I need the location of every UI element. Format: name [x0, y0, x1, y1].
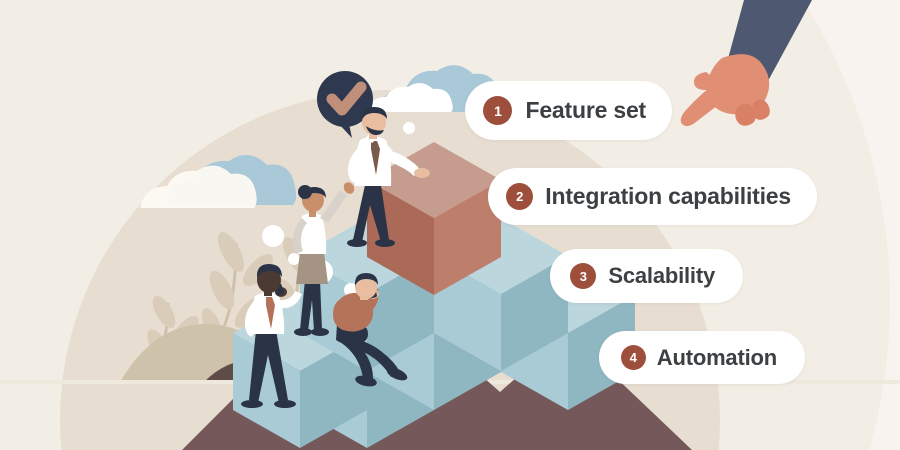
- criteria-badge-1: 1: [483, 96, 513, 125]
- person-woman-pointing-up: [293, 182, 355, 336]
- criteria-label-4: Automation: [656, 344, 777, 370]
- criteria-item-4[interactable]: 4 Automation: [598, 331, 805, 384]
- criteria-badge-2: 2: [506, 183, 534, 210]
- pointing-hand: [680, 0, 812, 127]
- dot-bg-3: [403, 122, 415, 134]
- criteria-badge-3: 3: [570, 263, 597, 289]
- dot-bg-1: [262, 225, 284, 247]
- criteria-item-2[interactable]: 2 Integration capabilities: [488, 168, 817, 225]
- dot-bg-2: [288, 253, 300, 265]
- person-man-sitting-on-cube: [333, 273, 408, 387]
- criteria-item-1[interactable]: 1 Feature set: [465, 81, 672, 140]
- criteria-label-2: Integration capabilities: [545, 183, 791, 209]
- criteria-item-3[interactable]: 3 Scalability: [550, 249, 743, 303]
- check-mark-speech-bubble: [317, 71, 373, 138]
- criteria-badge-4: 4: [620, 345, 646, 370]
- criteria-label-1: Feature set: [525, 97, 646, 123]
- person-standing-man-on-cube: [347, 107, 430, 247]
- cloud-left: [140, 154, 297, 208]
- criteria-label-3: Scalability: [608, 263, 715, 288]
- dot-bg-5: [391, 99, 401, 109]
- person-man-on-phone-standing: [241, 264, 302, 408]
